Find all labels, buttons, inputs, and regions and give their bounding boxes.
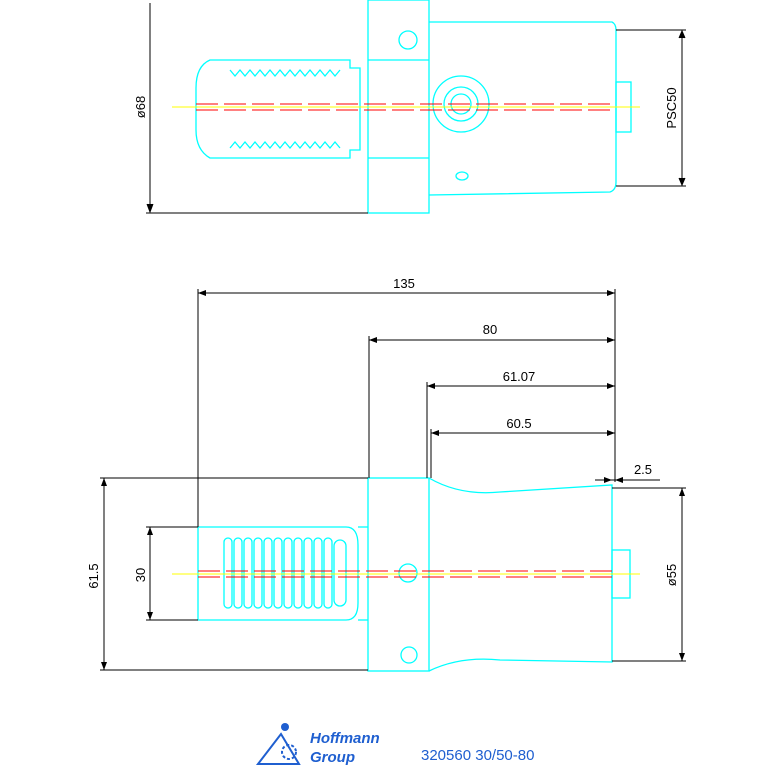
front-centerline <box>172 570 640 578</box>
dim-61-07-arrow-left <box>427 383 435 389</box>
hoffmann-logo: Hoffmann Group <box>255 723 380 766</box>
dim-61-5-arrow-top <box>101 478 107 486</box>
dim-80-arrow-left <box>369 337 377 343</box>
collet-rib <box>233 537 243 609</box>
dim-30-arrow-bottom <box>147 612 153 620</box>
dim-80-arrow-right <box>607 337 615 343</box>
dim-psc50-label: PSC50 <box>664 87 679 128</box>
dim-80-label: 80 <box>483 322 497 337</box>
logo-line1: Hoffmann <box>310 730 380 747</box>
dim-61-07-arrow-right <box>607 383 615 389</box>
dim-30-label: 30 <box>133 568 148 582</box>
top-centerline <box>172 103 640 111</box>
logo-triangle-icon <box>255 732 301 765</box>
front-center-hole <box>398 563 418 583</box>
dim-2-5-label: 2.5 <box>634 462 652 477</box>
dim-d55-arrow-top <box>679 488 685 496</box>
dim-2-5-arrow-left <box>604 477 612 483</box>
dim-psc50-arrow-top <box>678 29 686 39</box>
dim-60-5-arrow-left <box>431 430 439 436</box>
dim-d55-arrow-bottom <box>679 653 685 661</box>
front-arrowheads <box>101 290 685 670</box>
top-small-hole <box>455 171 469 181</box>
dim-d55-label: ø55 <box>664 564 679 586</box>
dim-135-arrow-right <box>607 290 615 296</box>
dim-61-5-label: 61.5 <box>86 563 101 588</box>
top-screw-hole <box>398 30 418 50</box>
dim-61-5-arrow-bottom <box>101 662 107 670</box>
part-number: 320560 30/50-80 <box>421 747 534 764</box>
dim-135-arrow-left <box>198 290 206 296</box>
collet-rib <box>253 537 263 609</box>
top-collet-threads-upper <box>229 68 341 78</box>
top-collet-shank <box>195 59 361 159</box>
collet-rib <box>293 537 303 609</box>
front-collet-shank <box>197 526 359 621</box>
front-view: 135 80 61.07 60.5 2.5 61.5 30 ø55 <box>86 276 686 672</box>
dim-60-5-label: 60.5 <box>506 416 531 431</box>
collet-rib <box>313 537 323 609</box>
collet-rib <box>273 537 283 609</box>
collet-rib <box>323 537 333 609</box>
collet-rib <box>333 539 347 607</box>
dim-30-arrow-top <box>147 527 153 535</box>
collet-rib <box>283 537 293 609</box>
collet-rib <box>303 537 313 609</box>
top-view: ø68 PSC50 <box>133 0 686 214</box>
dim-61-07-label: 61.07 <box>503 369 536 384</box>
front-lower-hole <box>400 646 418 664</box>
dim-psc50-arrow-bottom <box>678 177 686 187</box>
front-collet-ribs <box>223 537 347 609</box>
front-dimensions <box>100 289 686 671</box>
dim-2-5-arrow-right <box>615 477 623 483</box>
dim-68-arrow-bottom <box>146 203 154 214</box>
logo-line2: Group <box>310 749 355 766</box>
collet-rib <box>223 537 233 609</box>
logo-gear-icon <box>281 744 297 760</box>
logo-figure-head-icon <box>281 723 289 731</box>
dim-60-5-arrow-right <box>607 430 615 436</box>
footer: Hoffmann Group 320560 30/50-80 <box>255 723 534 766</box>
dim-135-label: 135 <box>393 276 415 291</box>
top-body-housing <box>428 21 617 196</box>
top-collet-threads-lower <box>229 140 341 150</box>
collet-rib <box>263 537 273 609</box>
top-dimensions <box>146 3 686 214</box>
collet-rib <box>243 537 253 609</box>
dim-68-label: ø68 <box>133 96 148 118</box>
